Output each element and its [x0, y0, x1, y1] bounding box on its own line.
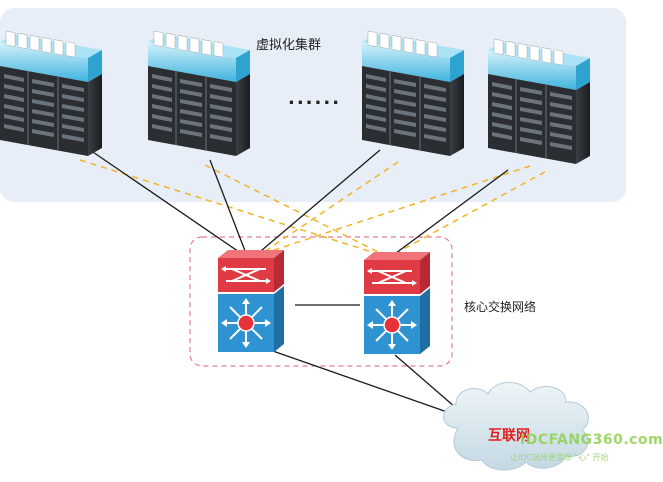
solid-links — [89, 149, 509, 421]
ellipsis-label: ...... — [288, 88, 342, 109]
cloud-icon — [443, 382, 589, 471]
network-switch-icon — [363, 251, 431, 355]
internet-label: 互联网 — [488, 428, 530, 444]
core-network-border — [189, 236, 453, 367]
dashed-links — [79, 159, 546, 257]
server-rack-icon — [487, 38, 591, 165]
server-rack-icon — [361, 30, 465, 157]
core-network-label: 核心交换网络 — [464, 300, 537, 314]
network-diagram — [0, 8, 626, 471]
watermark-slogan: 让IDC选择更简单 "心" 开始 — [510, 453, 609, 462]
watermark-brand: IDCFANG360.com — [520, 432, 663, 448]
network-switch-icon — [217, 249, 285, 353]
server-rack-icon — [147, 30, 251, 157]
cluster-label: 虚拟化集群 — [256, 38, 322, 53]
server-rack-icon — [0, 30, 103, 157]
